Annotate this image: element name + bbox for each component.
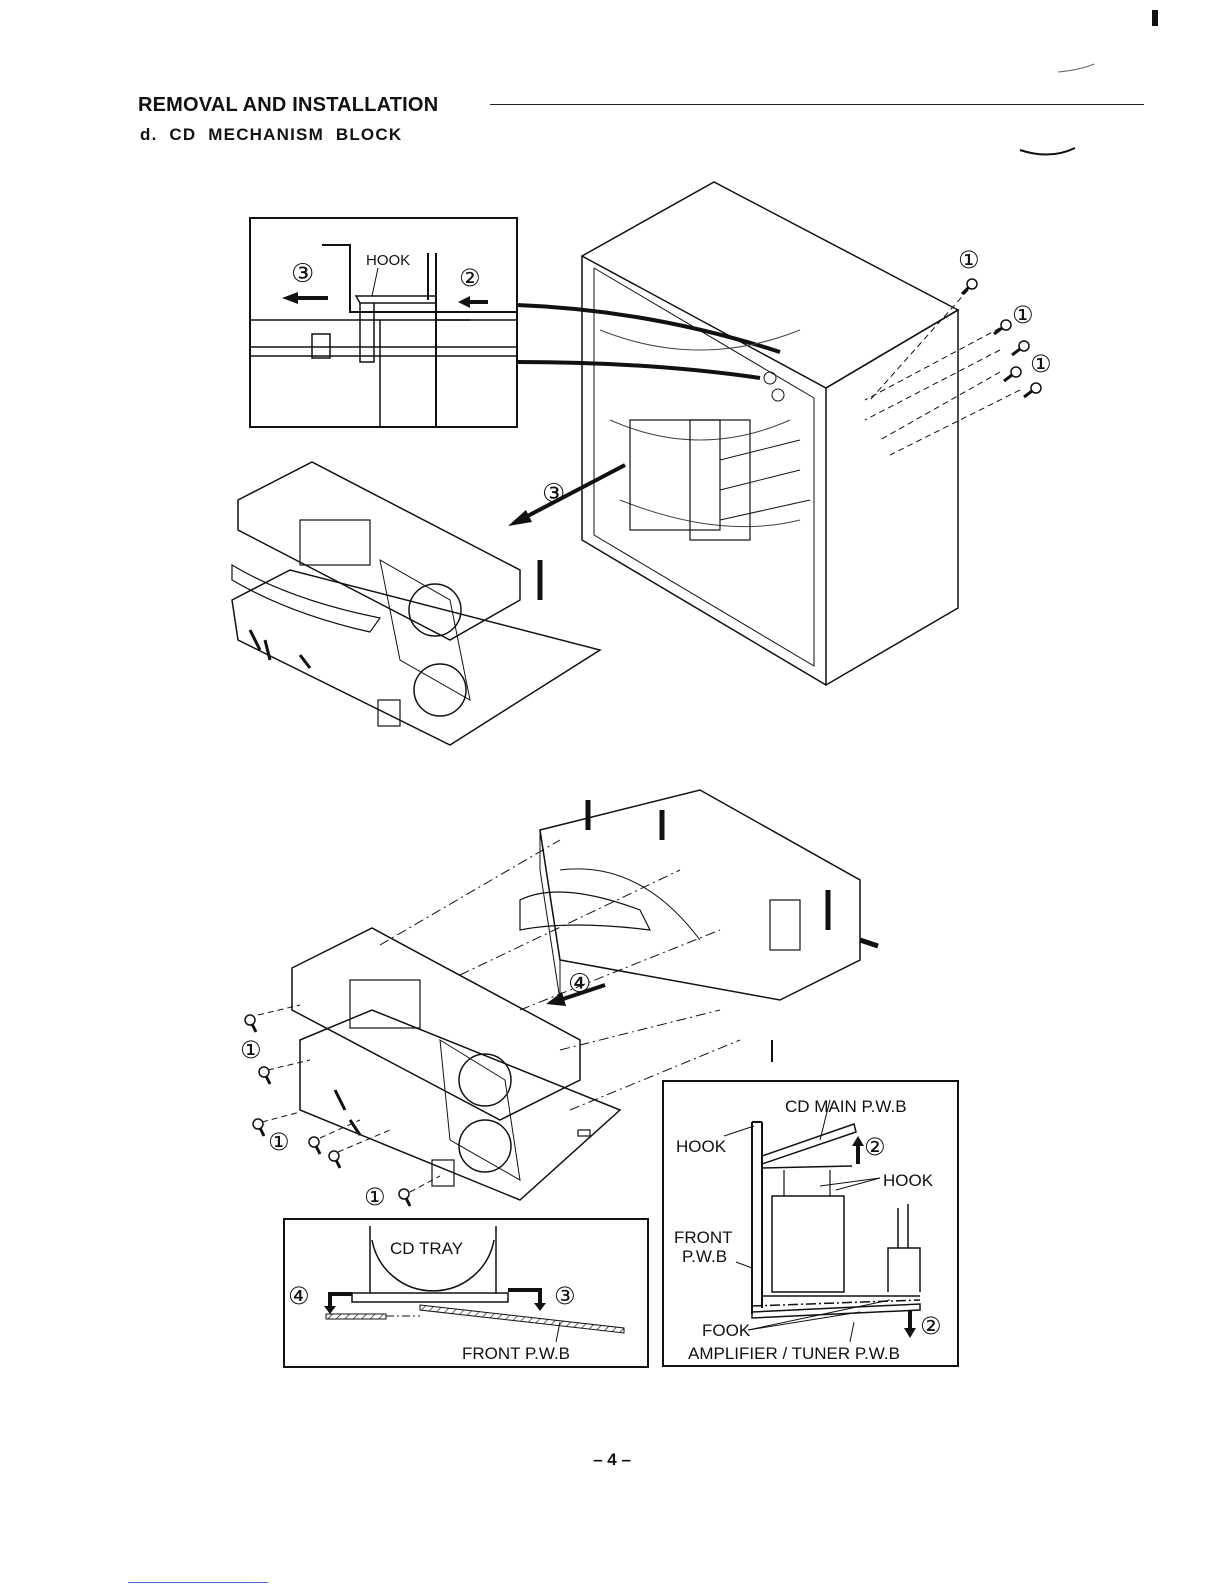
step3-marker: ③ (554, 1283, 576, 1310)
screw-icon (245, 1015, 256, 1032)
arrow-left-icon (282, 292, 328, 304)
arrow-down-right-icon (508, 1290, 540, 1305)
arrow-icon (546, 992, 566, 1006)
cd-tray-inset: CD TRAY ④ ③ FRONT P.W.B (284, 1219, 648, 1367)
bottom-rule (128, 1582, 268, 1583)
step1-marker: ① (268, 1129, 290, 1156)
step4-marker: ④ (288, 1283, 310, 1310)
hook-label: HOOK (366, 252, 410, 269)
step3-marker: ③ (291, 258, 314, 288)
step1-marker: ① (364, 1184, 386, 1211)
screw-icon (962, 279, 977, 294)
arrow-icon (508, 510, 532, 526)
step2-marker: ② (864, 1134, 886, 1161)
arrow-left-icon (458, 296, 488, 308)
arrow-down-icon (904, 1328, 916, 1338)
front-pwb-label-line2: P.W.B (682, 1247, 727, 1266)
fook-label: FOOK (702, 1321, 751, 1340)
step1-marker: ① (240, 1037, 262, 1064)
step4-marker: ④ (568, 968, 591, 998)
step3-arrow: ③ (508, 465, 625, 526)
hook-label: HOOK (676, 1137, 727, 1156)
screw-icon (994, 320, 1011, 334)
front-pwb-label-line1: FRONT (674, 1228, 733, 1247)
amp-tuner-pwb-label: AMPLIFIER / TUNER P.W.B (688, 1344, 900, 1363)
screw-icon (399, 1189, 410, 1206)
hook-label: HOOK (883, 1171, 934, 1190)
step3-marker: ③ (542, 478, 565, 508)
screw-icon (309, 1137, 320, 1154)
screw-icon (259, 1067, 270, 1084)
screw-icon (1012, 341, 1029, 355)
screw-icon (329, 1151, 340, 1168)
step1-marker: ① (1012, 302, 1034, 329)
cd-mechanism-bottom: ④ (292, 790, 878, 1200)
hook-detail-inset: HOOK ③ ② (250, 218, 517, 427)
step1-marker: ① (1030, 351, 1052, 378)
page-number: – 4 – (0, 1450, 1224, 1470)
front-pwb-label: FRONT P.W.B (462, 1344, 570, 1363)
screw-icon (1024, 383, 1041, 397)
pwb-hook-inset: CD MAIN P.W.B HOOK ② HOOK FRONT P.W.B FO… (663, 1081, 958, 1366)
arrow-down-left-icon (330, 1294, 352, 1308)
screw-icon (1004, 367, 1021, 381)
scan-marks (1020, 10, 1158, 155)
arrow-up-icon (852, 1136, 864, 1146)
step2-marker: ② (459, 265, 481, 292)
step4-arrow: ④ (546, 968, 605, 1006)
step2-marker: ② (920, 1313, 942, 1340)
cd-main-pwb-label: CD MAIN P.W.B (785, 1097, 907, 1116)
cd-tray-label: CD TRAY (390, 1239, 463, 1258)
step1-marker: ① (958, 247, 980, 274)
screw-icon (253, 1119, 264, 1136)
cabinet (582, 182, 958, 685)
